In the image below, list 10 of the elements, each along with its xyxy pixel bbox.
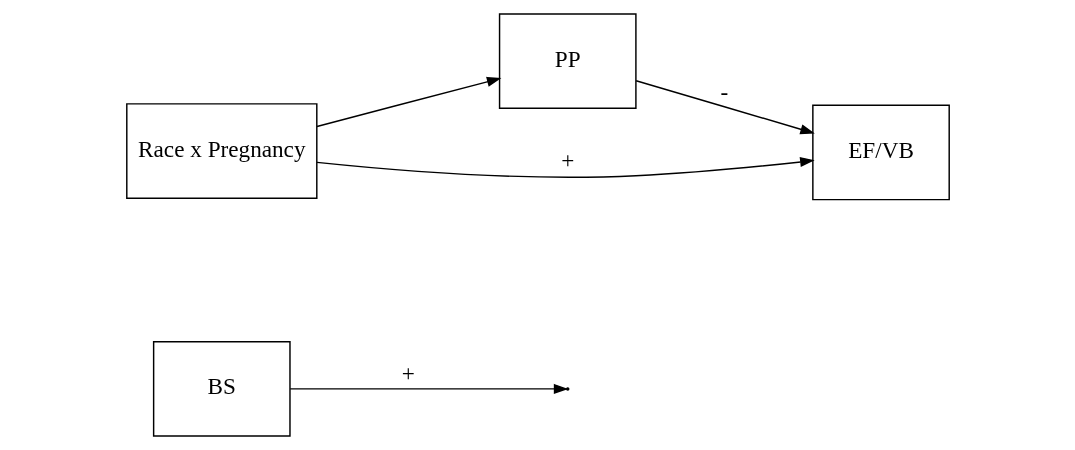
node-box: EF/VB <box>811 104 950 201</box>
node-box: Race x Pregnancy <box>125 103 318 199</box>
node-box: PP <box>498 13 637 109</box>
edge-label: - <box>720 78 728 105</box>
node-box: BS <box>152 341 291 437</box>
arrow <box>315 156 815 178</box>
edge-label: + <box>560 147 574 174</box>
arrow <box>315 76 501 128</box>
arrow <box>634 80 815 135</box>
edge-label: + <box>401 360 415 387</box>
